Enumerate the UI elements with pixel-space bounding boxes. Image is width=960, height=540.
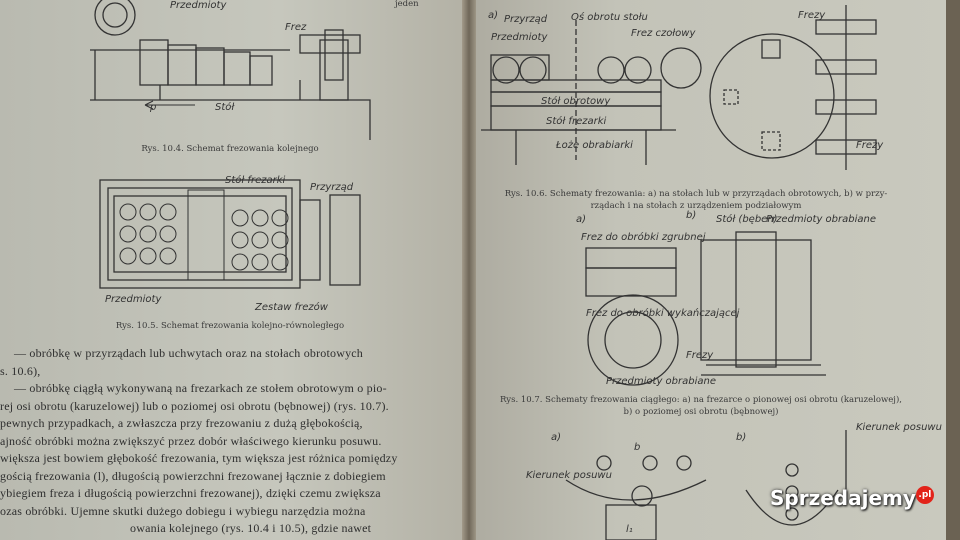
body-line: owania kolejnego (rys. 10.4 i 10.5), gdz… <box>130 521 372 535</box>
label-cutter-set: Zestaw frezów <box>254 301 329 313</box>
body-line: rej osi obrotu (karuzelowej) lub o pozio… <box>0 398 389 413</box>
body-line: ybiegiem freza i długością powierzchni f… <box>0 486 381 500</box>
body-line: pewnych przypadkach, a zwłaszcza przy fr… <box>0 416 363 430</box>
label-l1: l₁ <box>626 524 633 535</box>
top-fragment: jeden <box>395 0 419 9</box>
body-line: — obróbkę ciągłą wykonywaną na frezarkac… <box>14 381 387 395</box>
figure-10-4-and-10-5: Przedmioty Frez Stół p Stół frezarki Prz… <box>90 0 371 313</box>
label-mill-table: Stół frezarki <box>546 115 607 127</box>
label-feed: p <box>149 102 156 113</box>
label-table: Stół <box>215 101 235 113</box>
body-line: większa jest bowiem głębokość frezowania… <box>0 451 398 465</box>
watermark-logo: Sprzedajemy.pl <box>770 486 934 510</box>
label-workpieces-10-7: Przedmioty obrabiane <box>766 214 876 225</box>
caption-fig-10-6: Rys. 10.6. Schematy frezowania: a) na st… <box>486 188 906 212</box>
body-line: gością frezowania (l), długością powierz… <box>0 468 386 483</box>
label-rotary-table: Stół obrotowy <box>541 95 611 107</box>
label-b-10-8: b) <box>736 432 746 443</box>
watermark-text: Sprzedajemy <box>770 486 916 510</box>
label-workpieces-10-7-b: Przedmioty obrabiane <box>606 376 716 387</box>
label-b-10-7: b) <box>686 210 696 221</box>
caption-fig-10-4: Rys. 10.4. Schemat frezowania kolejnego <box>141 144 319 154</box>
body-text: — obróbkę w przyrządach lub uchwytach or… <box>0 345 462 538</box>
body-line: — obróbkę w przyrządach lub uchwytach or… <box>14 346 364 360</box>
body-line: ajność obróbki można zwiększyć przez dob… <box>0 433 382 448</box>
label-cutters-10-7: Frezy <box>686 350 714 361</box>
label-bed: Łoże obrabiarki <box>555 140 633 151</box>
right-page: a) Przyrząd Oś obrotu stołu Przedmioty F… <box>476 0 946 540</box>
caption-line: Rys. 10.6. Schematy frezowania: a) na st… <box>504 189 888 199</box>
body-line: s. 10.6), <box>0 363 41 378</box>
label-fixture: Przyrząd <box>504 14 548 25</box>
label-workpieces: Przedmioty <box>491 32 548 43</box>
book-gutter <box>462 0 476 540</box>
caption-line: b) o poziomej osi obrotu (bębnowej) <box>623 407 779 417</box>
caption-fig-10-7: Rys. 10.7. Schematy frezowania ciągłego:… <box>481 394 921 418</box>
label-axis: Oś obrotu stołu <box>571 11 648 23</box>
label-dim-b: b <box>634 442 640 453</box>
caption-fig-10-5: Rys. 10.5. Schemat frezowania kolejno-ró… <box>115 321 345 331</box>
label-face-cutter: Frez czołowy <box>631 28 696 39</box>
caption-line: Rys. 10.7. Schematy frezowania ciągłego:… <box>500 395 902 405</box>
label-feed-direction-2: Kierunek posuwu <box>856 422 942 433</box>
label-fixture: Przyrząd <box>310 182 354 193</box>
label-feed-direction: Kierunek posuwu <box>526 470 612 481</box>
figures-10-6-to-10-8: a) Przyrząd Oś obrotu stołu Przedmioty F… <box>481 5 942 540</box>
label-rough-cutter: Frez do obróbki zgrubnej <box>581 231 706 243</box>
label-cutters-2: Frezy <box>856 140 884 151</box>
label-mill-table: Stół frezarki <box>225 174 286 186</box>
label-drum: Stół (bęben) <box>716 213 778 225</box>
label-cutter: Frez <box>285 22 307 33</box>
caption-line: rządach i na stołach z urządzeniem podzi… <box>590 201 802 211</box>
label-workpieces: Przedmioty <box>170 0 227 11</box>
book-edge <box>946 0 960 540</box>
body-line: ozas obróbki. Ujemne skutki dużego dobie… <box>0 503 366 518</box>
label-cutters: Frezy <box>798 10 826 21</box>
label-a: a) <box>488 10 498 21</box>
left-page: Przedmioty Frez Stół p Stół frezarki Prz… <box>0 0 468 540</box>
label-a-10-8: a) <box>551 432 561 443</box>
label-a-10-7: a) <box>576 214 586 225</box>
label-finish-cutter: Frez do obróbki wykańczającej <box>586 307 740 319</box>
watermark-badge: .pl <box>915 486 934 504</box>
label-workpieces-2: Przedmioty <box>105 294 162 305</box>
